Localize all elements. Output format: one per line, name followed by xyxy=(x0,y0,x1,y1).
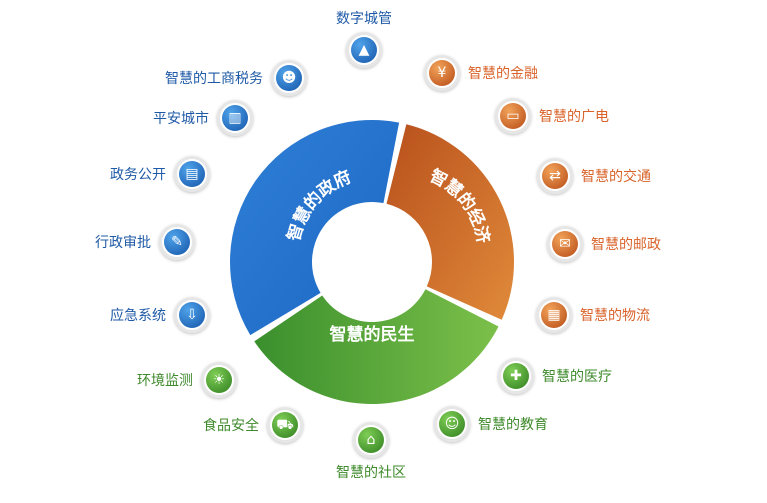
document-icon: ▤ xyxy=(179,161,205,187)
item-gov-open[interactable]: 政务公开 ▤ xyxy=(110,156,210,192)
item-label: 环境监测 xyxy=(137,373,193,389)
medkit-icon: ✚ xyxy=(503,363,529,389)
segment-livelihood-label: 智慧的民生 xyxy=(330,324,415,345)
item-admin-approval[interactable]: 行政审批 ✎ xyxy=(95,224,195,260)
signature-icon: ✎ xyxy=(164,229,190,255)
item-label: 智慧的金融 xyxy=(468,66,538,82)
yen-icon: ¥ xyxy=(429,60,455,86)
people-icon: ☺ xyxy=(439,411,465,437)
item-label: 智慧的邮政 xyxy=(591,237,661,253)
mail-icon: ✉ xyxy=(552,231,578,257)
item-smart-tax[interactable]: 智慧的工商税务 ☻ xyxy=(165,60,307,96)
monitor-icon: ▭ xyxy=(500,103,526,129)
segment-government xyxy=(229,119,400,336)
item-label: 智慧的教育 xyxy=(478,417,548,433)
city-icon: ▥ xyxy=(222,105,248,131)
cone-icon: ▲ xyxy=(351,37,377,63)
item-label: 行政审批 xyxy=(95,235,151,251)
tax-icon: ☻ xyxy=(276,65,302,91)
item-digital-city-mgmt[interactable]: 数字城管 ▲ xyxy=(336,8,392,68)
item-emergency[interactable]: 应急系统 ⇩ xyxy=(110,297,210,333)
segment-economy xyxy=(386,124,514,320)
item-label: 平安城市 xyxy=(153,111,209,127)
bulb-icon: ☀ xyxy=(206,367,232,393)
item-transport[interactable]: ⇄ 智慧的交通 xyxy=(537,158,651,194)
item-label: 政务公开 xyxy=(110,167,166,183)
item-label: 智慧的社区 xyxy=(336,465,406,481)
item-env-monitor[interactable]: 环境监测 ☀ xyxy=(137,362,237,398)
item-label: 智慧的交通 xyxy=(581,169,651,185)
item-label: 应急系统 xyxy=(110,308,166,324)
cart-icon: ⛟ xyxy=(272,412,298,438)
item-logistics[interactable]: ▦ 智慧的物流 xyxy=(536,297,650,333)
package-icon: ▦ xyxy=(541,302,567,328)
item-medical[interactable]: ✚ 智慧的医疗 xyxy=(498,358,612,394)
home-icon: ⌂ xyxy=(358,427,384,453)
transport-icon: ⇄ xyxy=(542,163,568,189)
segment-livelihood xyxy=(254,289,499,405)
item-education[interactable]: ☺ 智慧的教育 xyxy=(434,406,548,442)
item-label: 智慧的医疗 xyxy=(542,369,612,385)
item-label: 食品安全 xyxy=(203,418,259,434)
item-label: 智慧的工商税务 xyxy=(165,71,263,87)
item-label: 智慧的物流 xyxy=(580,308,650,324)
download-icon: ⇩ xyxy=(179,302,205,328)
item-postal[interactable]: ✉ 智慧的邮政 xyxy=(547,226,661,262)
item-label: 数字城管 xyxy=(336,11,392,27)
item-food-safety[interactable]: 食品安全 ⛟ xyxy=(203,407,303,443)
item-broadcast[interactable]: ▭ 智慧的广电 xyxy=(495,98,609,134)
item-safe-city[interactable]: 平安城市 ▥ xyxy=(153,100,253,136)
item-finance[interactable]: ¥ 智慧的金融 xyxy=(424,55,538,91)
item-label: 智慧的广电 xyxy=(539,109,609,125)
item-community[interactable]: ⌂ 智慧的社区 xyxy=(336,422,406,482)
